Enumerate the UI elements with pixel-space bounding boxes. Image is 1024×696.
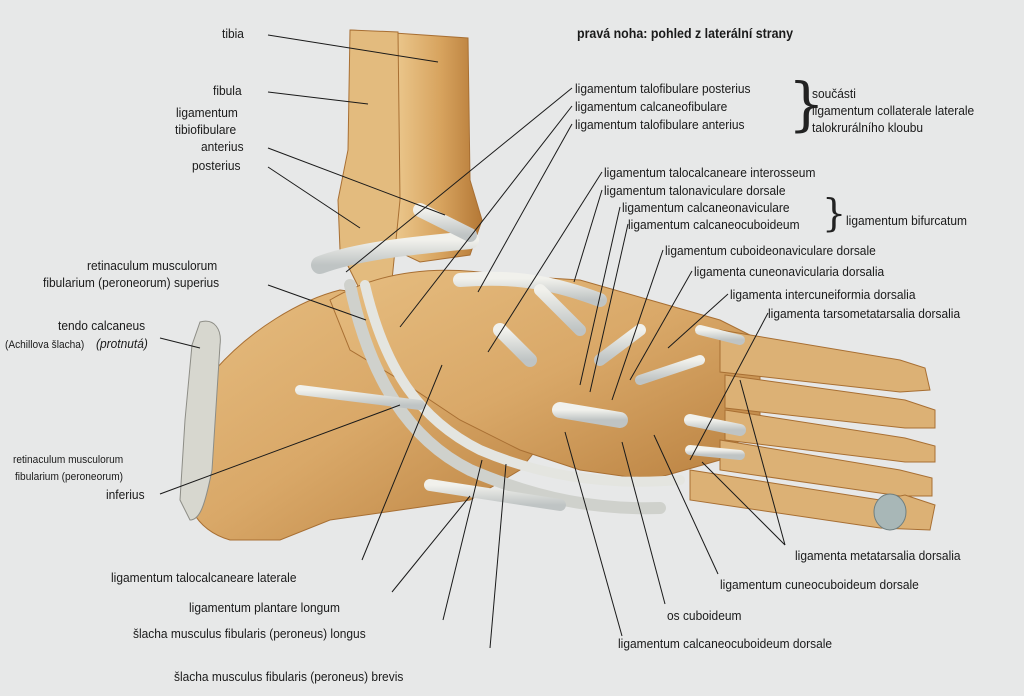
leader-calcaneocub [589, 223, 629, 393]
label-talofib-post: ligamentum talofibulare posterius [575, 81, 751, 96]
label-calcaneofib: ligamentum calcaneofibulare [575, 99, 728, 114]
label-fib-brevis: šlacha musculus fibularis (peroneus) bre… [174, 669, 404, 684]
label-talocalc-lat: ligamentum talocalcaneare laterale [111, 570, 297, 585]
leader-fibula [267, 91, 369, 105]
label-cuneocub: ligamentum cuneocuboideum dorsale [720, 577, 919, 592]
leader-cuneocub [653, 434, 719, 575]
leader-talofib-ant [477, 123, 573, 293]
label-tendo-2b: (protnutá) [96, 336, 148, 351]
label-calcaneonav: ligamentum calcaneonaviculare [622, 200, 790, 215]
label-group1-1: součásti [812, 86, 856, 101]
label-retinac-inf-2: fibularium (peroneorum) [15, 471, 123, 483]
label-lig-tibiofib-2: tibiofibulare [175, 122, 237, 137]
leader-talonav [573, 189, 603, 283]
leader-os-cub [621, 441, 666, 605]
label-retinac-inf-1: retinaculum musculorum [13, 454, 124, 466]
leader-tendo [159, 337, 201, 349]
label-talonav-dors: ligamentum talonaviculare dorsale [604, 183, 786, 198]
label-talofib-ant: ligamentum talofibulare anterius [575, 117, 745, 132]
label-fib-longus: šlacha musculus fibularis (peroneus) lon… [133, 626, 366, 641]
leader-cuneonav [629, 270, 693, 381]
peroneus-brevis-tendon [360, 280, 685, 487]
label-cuneonav: ligamenta cuneonavicularia dorsalia [694, 264, 885, 279]
leader-tarsometatars [689, 312, 769, 461]
leader-talocalc-inteross [487, 171, 603, 353]
label-calcaneocub-dors: ligamentum calcaneocuboideum dorsale [618, 636, 833, 651]
brace-bifurcatum: } [822, 191, 847, 235]
label-retinac-inf-3: inferius [106, 487, 145, 502]
leader-retinac-sup [267, 284, 367, 321]
leader-posterius [267, 166, 361, 229]
label-posterius: posterius [192, 158, 241, 173]
label-group1-3: talokrurálního kloubu [812, 120, 924, 135]
leader-intercuneif [667, 293, 729, 349]
metatarsals [689, 329, 936, 531]
peroneus-longus-tendon [344, 279, 666, 515]
label-plantare-long: ligamentum plantare longum [189, 600, 340, 615]
leader-plantare-long [391, 495, 471, 593]
label-retinac-sup-2: fibularium (peroneorum) superius [43, 275, 220, 290]
leader-retinac-inf [159, 404, 401, 495]
leader-tibia [267, 34, 439, 63]
label-tendo-1: tendo calcaneus [58, 318, 146, 333]
label-bifurcatum: ligamentum bifurcatum [846, 213, 967, 228]
leader-calcaneofib [399, 105, 573, 328]
leader-lines [159, 34, 786, 649]
label-intercuneif: ligamenta intercuneiformia dorsalia [730, 287, 916, 302]
leader-fib-brevis [489, 463, 507, 649]
label-group1-2: ligamentum collaterale laterale [812, 103, 975, 118]
diagram-title: pravá noha: pohled z laterální strany [577, 26, 794, 41]
label-tendo-2a: (Achillova šlacha) [5, 339, 85, 351]
leader-fib-longus [442, 459, 483, 621]
achilles-tendon [179, 320, 221, 521]
label-fibula: fibula [213, 83, 242, 98]
label-tarsometatars: ligamenta tarsometatarsalia dorsalia [768, 306, 961, 321]
leader-talofib-post [345, 87, 573, 273]
label-tibia: tibia [222, 26, 244, 41]
leader-calcaneocub-dors [564, 431, 623, 637]
leader-cuboideonav [611, 249, 664, 401]
leader-metatars-1 [701, 461, 786, 546]
label-calcaneocub: ligamentum calcaneocuboideum [628, 217, 800, 232]
fifth-metatarsal-head [873, 493, 907, 531]
label-metatars: ligamenta metatarsalia dorsalia [795, 548, 961, 563]
label-talocalc-inteross: ligamentum talocalcaneare interosseum [604, 165, 816, 180]
leader-talocalc-lat [361, 364, 443, 561]
leader-metatars-2 [739, 379, 786, 546]
leader-calcaneonav [579, 206, 621, 386]
leader-tibiofib-ant [267, 147, 446, 216]
ligament-bands [295, 203, 746, 511]
label-cuboideonav: ligamentum cuboideonaviculare dorsale [665, 243, 876, 258]
label-lig-tibiofib-3: anterius [201, 139, 244, 154]
label-retinac-sup-1: retinaculum musculorum [87, 258, 218, 273]
label-lig-tibiofib-1: ligamentum [176, 105, 238, 120]
label-os-cub: os cuboideum [667, 608, 742, 623]
brace-collateral: } [788, 70, 825, 138]
